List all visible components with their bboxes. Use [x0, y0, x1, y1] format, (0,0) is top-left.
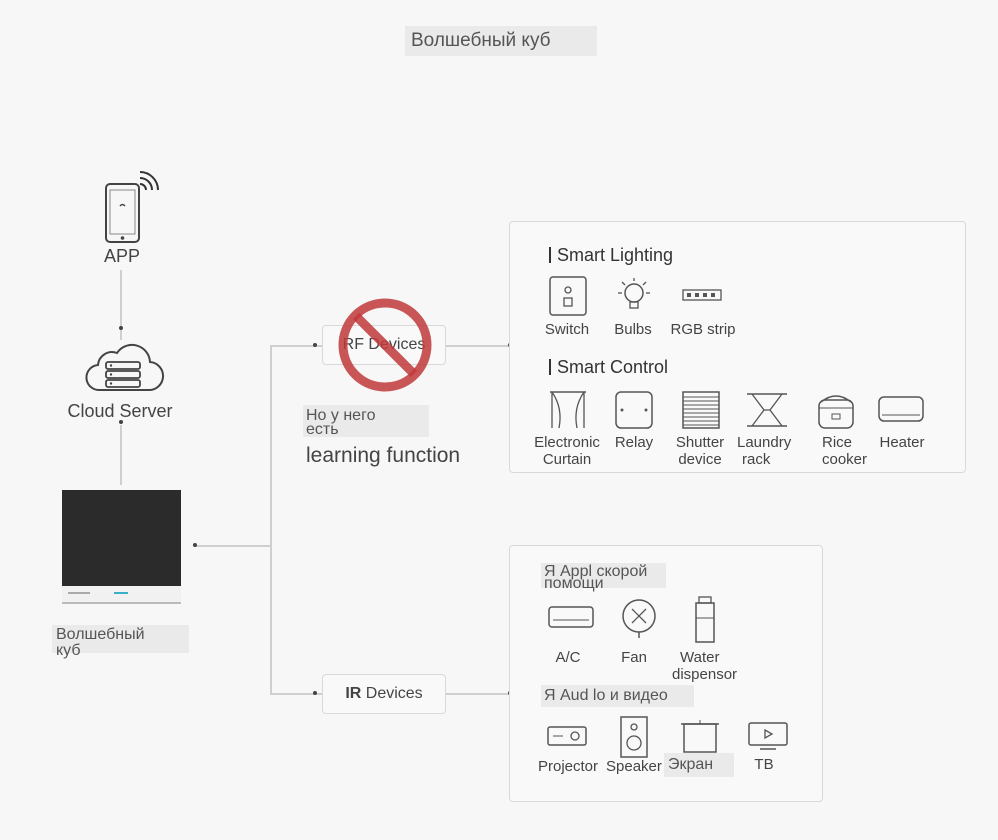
control-item-rice-cooker: Rice cooker: [815, 434, 875, 468]
ir-devices-label: IR Devices: [323, 685, 445, 703]
control-item-shutter-l2: device: [678, 451, 722, 468]
air-conditioner-icon: [548, 606, 594, 630]
connector-trunk-rf: [270, 345, 322, 347]
appliances-title: Я Appl скорой помощи: [541, 563, 666, 592]
connector-trunk-vertical: [270, 345, 272, 693]
laundry-rack-icon: [746, 391, 788, 429]
water-dispenser-icon: [693, 596, 717, 644]
dot-rf-left: [313, 343, 317, 347]
appliance-water-l2: dispensor: [672, 666, 738, 683]
tv-icon: [748, 722, 788, 750]
lighting-item-switch: Switch: [544, 321, 590, 338]
control-item-heater: Heater: [872, 434, 932, 451]
app-label: APP: [103, 246, 141, 266]
control-item-laundry-l1: Laundry: [737, 434, 792, 451]
connector-app-cloud: [120, 270, 122, 340]
appliance-water-l1: Water: [680, 649, 720, 666]
switch-icon: [549, 276, 587, 316]
rf-note-line3: learning function: [306, 444, 461, 467]
appliance-item-fan: Fan: [604, 649, 664, 666]
curtain-icon: [549, 390, 587, 430]
dot-hub: [193, 543, 197, 547]
hub-indicator: [114, 592, 128, 594]
prohibited-icon: [335, 295, 435, 395]
cloud-server-icon: [82, 338, 166, 398]
av-item-tv: TB: [754, 756, 774, 773]
ir-devices-box[interactable]: IR Devices: [322, 674, 446, 714]
connector-cloud-hub: [120, 425, 122, 485]
smart-control-title: Smart Control: [549, 357, 668, 378]
dot-cloud: [119, 420, 123, 424]
rf-note-overlay: Но у него есть: [303, 405, 429, 438]
appliances-title-l1: Я Appl скорой: [544, 563, 648, 580]
speaker-icon: [620, 716, 648, 758]
connector-hub-trunk: [195, 545, 270, 547]
av-item-speaker: Speaker: [606, 758, 662, 775]
control-item-shutter: Shutter device: [668, 434, 732, 468]
dot-ir-left: [313, 691, 317, 695]
control-item-shutter-l1: Shutter: [675, 434, 725, 451]
hub-base: [62, 586, 181, 604]
control-item-rice-l1: Rice: [822, 434, 853, 451]
connector-trunk-ir: [270, 693, 322, 695]
rf-note-line1: Но у него: [306, 407, 376, 424]
dot-app: [119, 326, 123, 330]
hub-screen: [62, 490, 181, 586]
rice-cooker-icon: [817, 390, 855, 430]
bulb-icon: [614, 276, 654, 316]
connector-rf-box: [445, 345, 510, 347]
rf-note-line2: есть: [306, 421, 339, 438]
appliance-ac-l1: A/C: [555, 649, 581, 666]
rgb-strip-icon: [682, 287, 722, 303]
shutter-icon: [682, 391, 720, 429]
hub-brand-mark: [68, 592, 90, 594]
appliances-title-l2: помощи: [544, 575, 604, 592]
heater-icon: [878, 396, 924, 424]
relay-icon: [615, 391, 653, 429]
control-item-rice-l2: cooker: [822, 451, 868, 468]
control-item-laundry-l2: rack: [742, 451, 771, 468]
control-item-relay-l1: Relay: [614, 434, 654, 451]
projector-icon: [547, 726, 587, 748]
av-item-projector: Projector: [537, 758, 599, 775]
lighting-item-bulbs: Bulbs: [614, 321, 652, 338]
control-item-curtain-l2: Curtain: [542, 451, 592, 468]
control-item-relay: Relay: [604, 434, 664, 451]
connector-ir-box: [445, 693, 510, 695]
smart-lighting-title: Smart Lighting: [549, 245, 673, 266]
hub-label: Волшебный куб: [52, 625, 189, 659]
ir-label-prefix: IR: [345, 685, 362, 702]
ir-label-suffix: Devices: [365, 685, 423, 702]
hub-label-text: Волшебный куб: [56, 626, 145, 659]
control-item-curtain-l1: Electronic: [534, 434, 600, 451]
phone-icon: [104, 170, 160, 246]
cloud-server-label: Cloud Server: [67, 401, 173, 421]
lighting-item-rgb-strip: RGB strip: [670, 321, 736, 338]
fan-icon: [620, 598, 658, 640]
control-item-heater-l1: Heater: [879, 434, 925, 451]
control-item-curtain: Electronic Curtain: [527, 434, 607, 468]
av-item-screen: Экран: [664, 753, 734, 777]
control-item-laundry: Laundry rack: [737, 434, 803, 468]
screen-icon: [680, 720, 720, 756]
header-title: Волшебный куб: [405, 26, 597, 56]
appliance-fan-l1: Fan: [621, 649, 647, 666]
appliance-item-ac: A/C: [538, 649, 598, 666]
appliance-item-water-dispenser: Water dispensor: [672, 649, 756, 683]
hub-device: [62, 490, 181, 608]
av-title: Я Aud lo и видео: [541, 685, 694, 707]
